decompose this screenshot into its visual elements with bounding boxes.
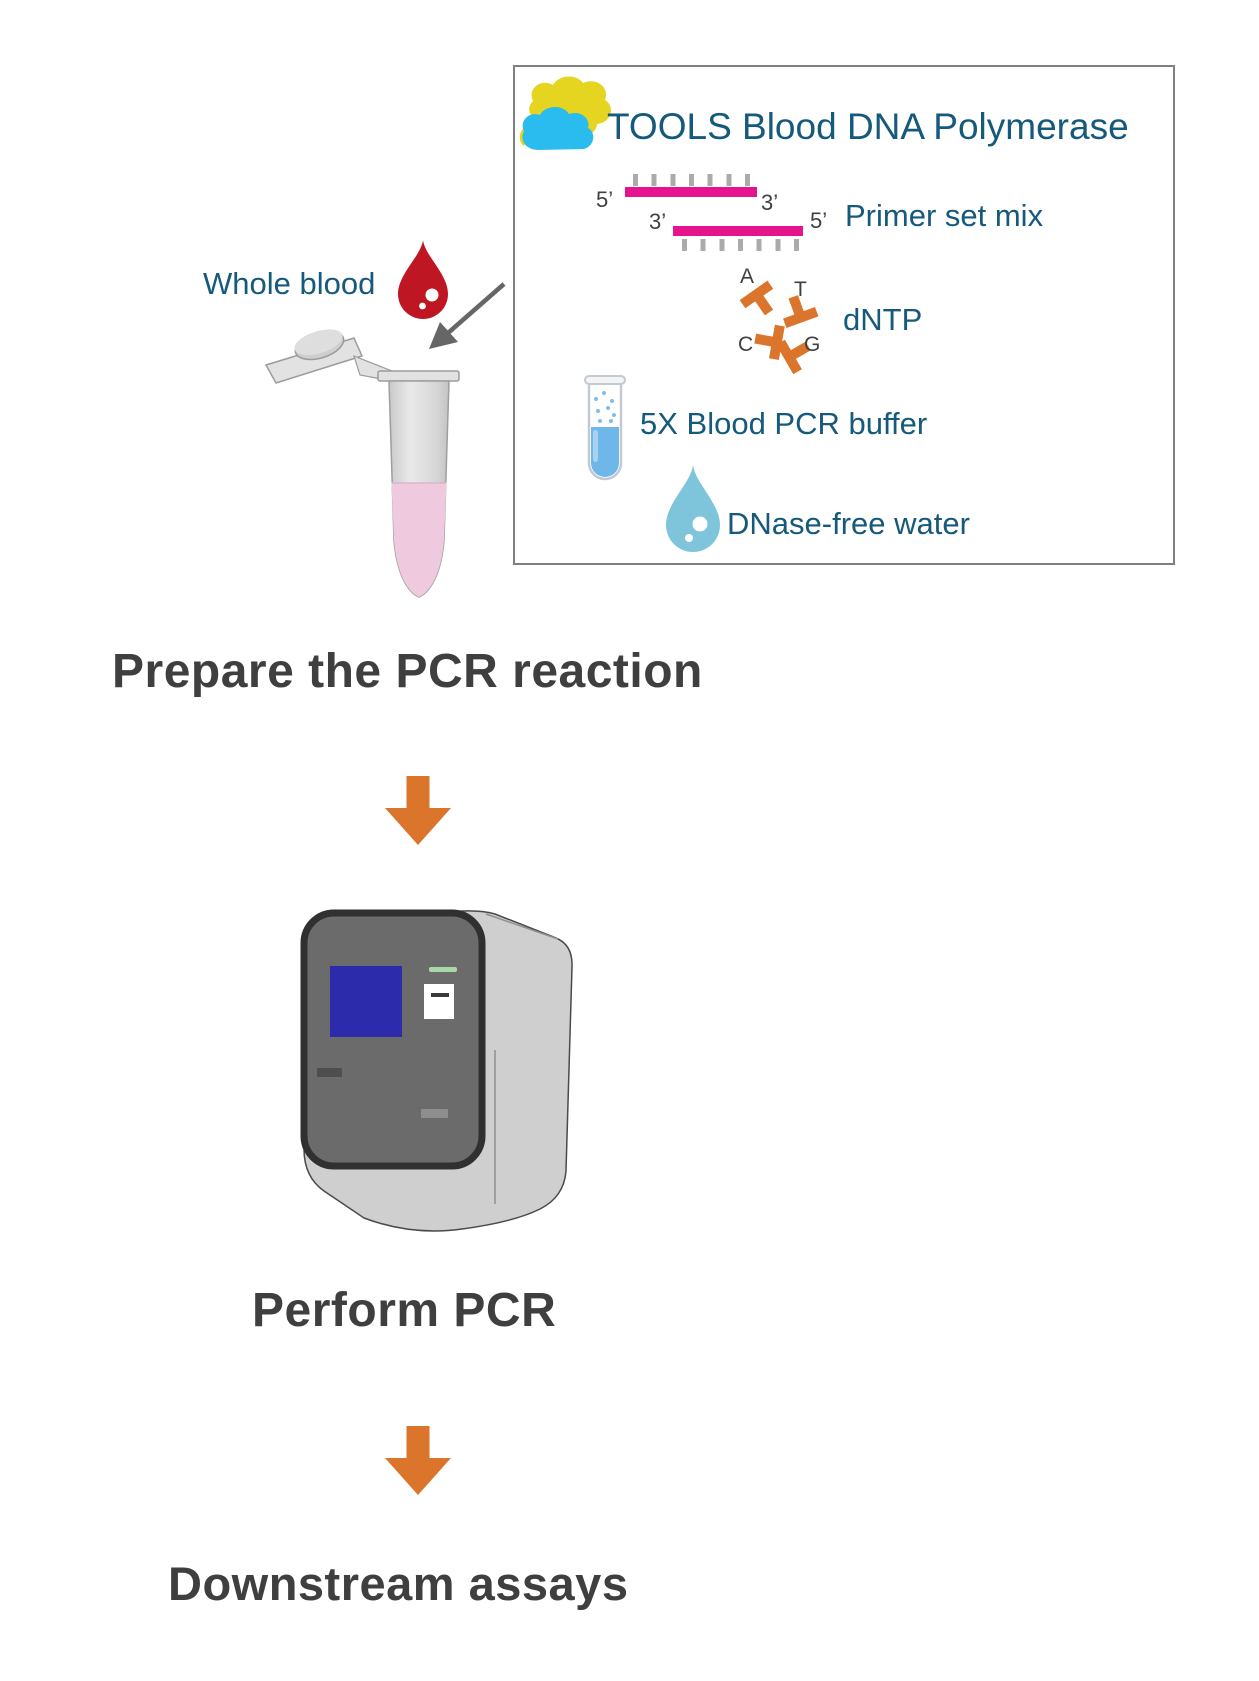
- dntp-molecules-icon: [739, 280, 819, 375]
- primer-bottom-ticks: [682, 239, 799, 251]
- dntp-letter-g: G: [804, 333, 821, 356]
- blood-drop-icon: [398, 240, 448, 320]
- reagent-box-title: TOOLS Blood DNA Polymerase: [607, 106, 1129, 147]
- step-prepare-title: Prepare the PCR reaction: [112, 645, 703, 698]
- whole-blood-label: Whole blood: [203, 266, 376, 301]
- step-downstream-title: Downstream assays: [168, 1557, 629, 1610]
- dntp-letter-a: A: [740, 265, 755, 288]
- machine-screen: [330, 966, 402, 1037]
- primer-strand2-left-label: 3’: [649, 209, 667, 234]
- primer-strand2-right-label: 5’: [810, 208, 828, 233]
- flow-arrow-1-icon: [385, 776, 451, 845]
- transfer-arrow-icon: [429, 282, 506, 349]
- primer-top-strand: [625, 187, 757, 197]
- microcentrifuge-tube-icon: [264, 329, 460, 598]
- water-drop-icon: [666, 465, 720, 553]
- dntp-letter-c: C: [738, 333, 754, 356]
- dntp-letter-t: T: [794, 278, 807, 301]
- primer-strand1-left-label: 5’: [596, 187, 614, 212]
- primer-strand1-right-label: 3’: [761, 190, 779, 215]
- water-label: DNase-free water: [727, 506, 970, 541]
- reagent-box: [513, 65, 1175, 565]
- pcr-machine-icon: [300, 909, 573, 1232]
- step-perform-title: Perform PCR: [252, 1284, 557, 1337]
- primer-bottom-strand: [673, 226, 803, 236]
- primer-top-ticks: [633, 174, 750, 186]
- tools-logo-cloud-icon: [519, 76, 611, 150]
- buffer-tube-icon: [584, 375, 626, 481]
- primer-set-mix-label: Primer set mix: [845, 198, 1044, 233]
- dntp-label: dNTP: [843, 302, 923, 337]
- flow-arrow-2-icon: [385, 1426, 451, 1495]
- buffer-label: 5X Blood PCR buffer: [640, 406, 928, 441]
